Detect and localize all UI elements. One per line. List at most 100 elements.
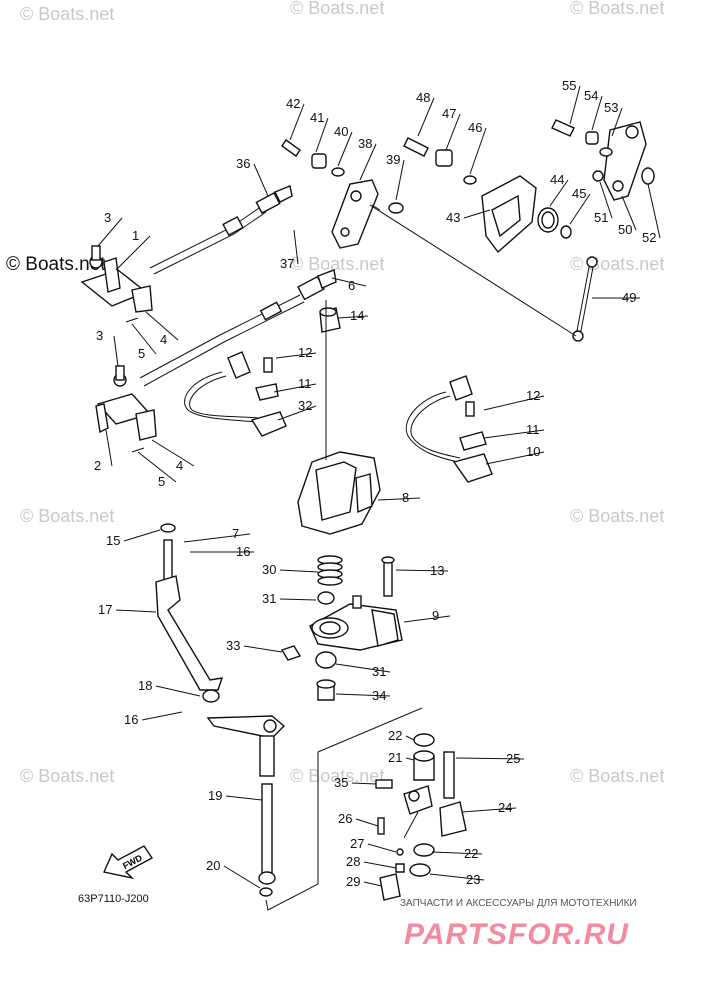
callout-leader-54 [591,95,603,131]
callout-22b: 22 [464,846,478,861]
callout-leader-17 [115,609,157,613]
callout-13: 13 [430,563,444,578]
callout-leader-13 [395,569,449,572]
callout-leader-43 [463,209,491,219]
callout-35: 35 [334,775,348,790]
callout-44: 44 [550,172,564,187]
callout-34: 34 [372,688,386,703]
callout-16b: 16 [124,712,138,727]
callout-leader-14 [337,315,369,319]
watermarks: © Boats.net © Boats.net © Boats.net © Bo… [6,0,664,786]
callout-8: 8 [402,490,409,505]
bracket-2 [95,365,157,453]
neutral-switch-32 [184,351,287,437]
callout-leader-25 [455,757,525,760]
callout-25: 25 [506,751,520,766]
callout-leader-21 [405,757,415,761]
callout-leader-31a [279,598,317,601]
callout-leader-33 [243,645,283,653]
callout-leader-31b [335,663,391,673]
diagram-code: 63P7110-J200 [78,893,149,905]
callout-42: 42 [286,96,300,111]
callout-leader-51 [599,181,613,219]
watermark: © Boats.net [570,766,664,786]
callout-leader-5a [131,323,157,355]
callout-40: 40 [334,124,348,139]
callout-leader-41 [315,117,329,153]
callout-36: 36 [236,156,250,171]
callout-leader-36 [253,163,269,197]
callout-leader-45 [569,193,591,225]
callout-11b: 11 [526,422,540,437]
callout-12b: 12 [526,388,540,403]
callout-leader-52 [647,183,661,239]
watermark: © Boats.net [570,254,664,274]
callout-leader-11b [483,429,545,439]
callout-leader-7 [183,533,251,543]
callout-leader-15 [123,529,161,542]
callout-4a: 4 [160,332,167,347]
spring-30 [317,555,343,586]
callout-leader-23 [429,873,485,881]
callout-49: 49 [622,290,636,305]
callout-52: 52 [642,230,656,245]
callout-4b: 4 [176,458,183,473]
callout-12a: 12 [298,345,312,360]
callout-leader-4b [151,439,195,467]
watermark: © Boats.net [290,0,384,18]
callout-leader-40 [337,131,353,167]
callout-33: 33 [226,638,240,653]
callout-54: 54 [584,88,598,103]
callout-7: 7 [232,526,239,541]
watermark: © Boats.net [290,766,384,786]
callout-43: 43 [446,210,460,225]
callout-41: 41 [310,110,324,125]
callout-11a: 11 [298,376,312,391]
callout-leader-29 [363,881,383,887]
callout-leader-11a [273,383,317,393]
callout-53: 53 [604,100,618,115]
callout-leader-47 [445,113,461,151]
callout-15: 15 [106,533,120,548]
callout-51: 51 [594,210,608,225]
fwd-arrow-icon: FWD [103,845,154,880]
callout-31b: 31 [372,664,386,679]
callout-10: 10 [526,444,540,459]
callout-leader-44 [549,179,569,207]
bracket-9 [309,556,403,651]
callout-leader-3b [113,335,119,367]
callout-leader-53 [611,107,623,137]
callout-leader-38 [359,143,377,181]
callout-leader-12a [275,352,317,359]
callout-leader-48 [417,97,435,137]
callout-55: 55 [562,78,576,93]
callout-leader-18 [155,685,201,697]
callout-leader-3a [97,217,123,247]
shift-lever-17 [155,523,224,703]
callout-leader-9 [403,615,451,623]
callout-17: 17 [98,602,112,617]
watermark: © Boats.net [570,506,664,526]
callout-1: 1 [132,228,139,243]
callout-3a: 3 [104,210,111,225]
callout-37: 37 [280,256,294,271]
callout-30: 30 [262,562,276,577]
callout-5a: 5 [138,346,145,361]
callout-leader-27 [367,843,397,853]
callout-26: 26 [338,811,352,826]
callout-leader-8 [377,497,421,501]
callout-leader-19 [225,795,263,801]
callout-leader-24 [461,807,517,813]
callout-38: 38 [358,136,372,151]
callout-leader-35 [351,782,377,785]
callout-28: 28 [346,854,360,869]
callout-leader-28 [363,861,397,869]
callout-leader-50 [621,195,637,231]
promo-brand: PARTSFOR.RU [404,918,629,951]
callout-45: 45 [572,186,586,201]
callout-leader-55 [569,85,581,125]
callout-leader-46 [469,127,487,175]
bracket-1 [80,245,153,323]
watermark: © Boats.net [570,0,664,18]
